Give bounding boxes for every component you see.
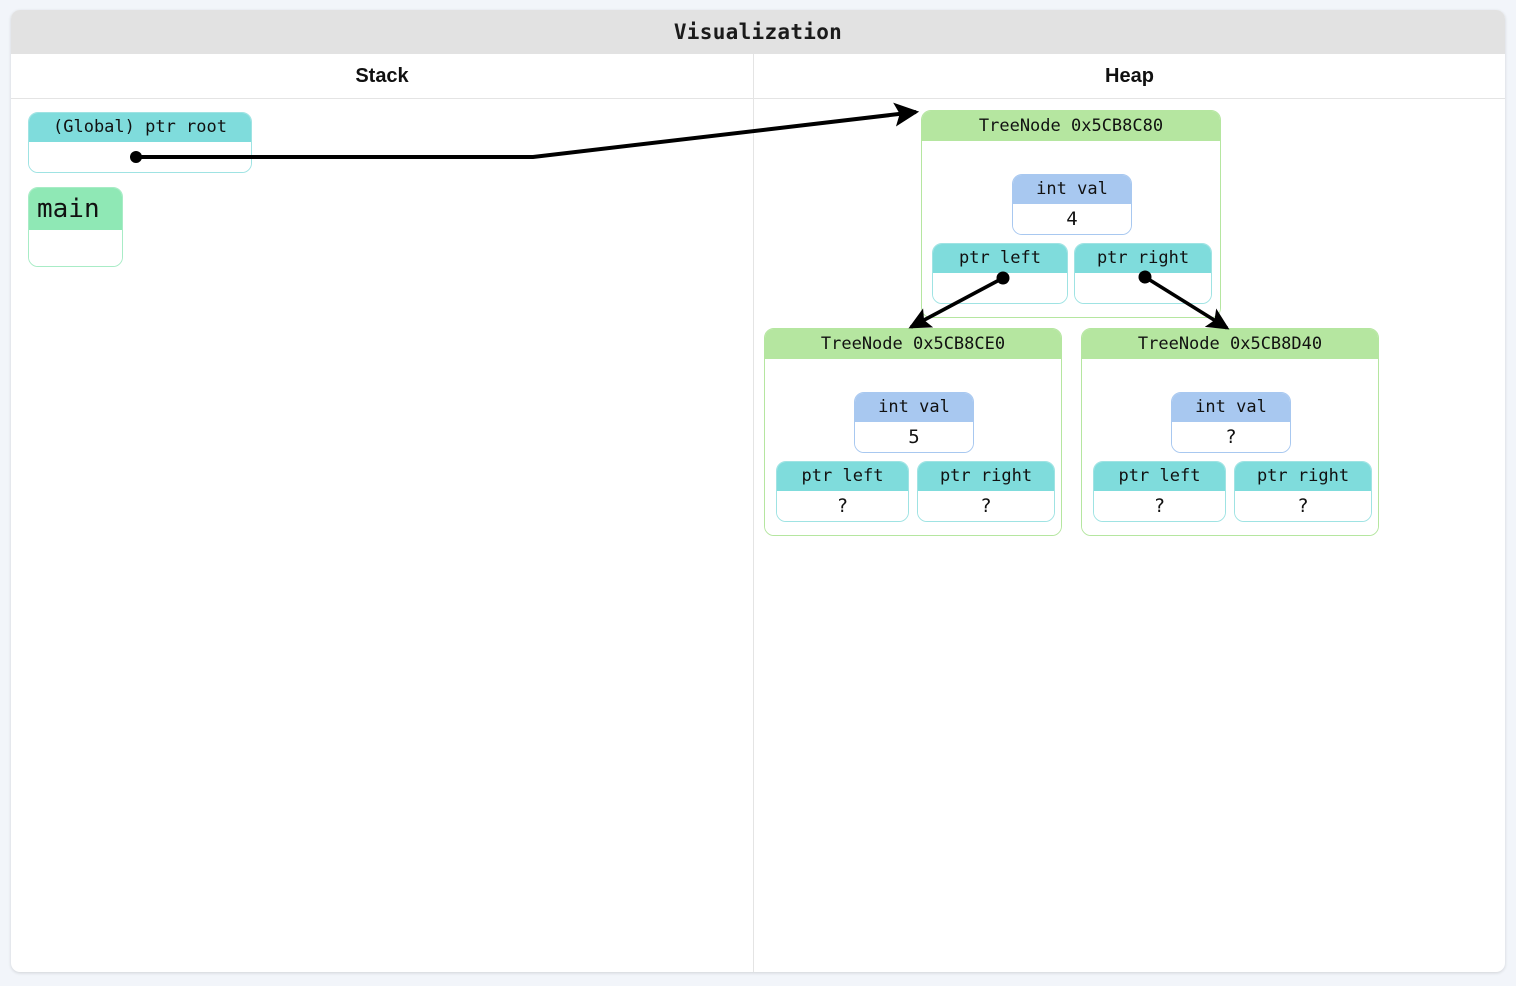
field-int-val-right[interactable]: int val ?	[1171, 392, 1291, 453]
stack-column: (Global) ptr root main	[11, 99, 754, 972]
field-ptr-right-left-value: ?	[918, 491, 1054, 521]
field-int-val-left[interactable]: int val 5	[854, 392, 974, 453]
heap-node-right-child[interactable]: TreeNode 0x5CB8D40 int val ? ptr left ? …	[1081, 328, 1379, 536]
global-root-value	[29, 142, 251, 172]
field-ptr-left-root-label: ptr left	[933, 244, 1067, 273]
global-variable-root[interactable]: (Global) ptr root	[28, 112, 252, 173]
field-ptr-right-right-label: ptr right	[1235, 462, 1371, 491]
field-int-val-left-label: int val	[855, 393, 973, 422]
stack-column-header: Stack	[11, 54, 754, 98]
heap-node-root-body: int val 4 ptr left ptr right	[922, 141, 1220, 317]
panel-title: Visualization	[11, 10, 1505, 54]
field-ptr-left-right-value: ?	[1094, 491, 1225, 521]
field-ptr-left-root[interactable]: ptr left	[932, 243, 1068, 304]
field-int-val-root-value: 4	[1013, 204, 1131, 234]
field-ptr-right-left-label: ptr right	[918, 462, 1054, 491]
field-int-val-left-value: 5	[855, 422, 973, 452]
heap-node-right-child-title: TreeNode 0x5CB8D40	[1082, 329, 1378, 359]
stack-frame-main-label: main	[29, 188, 122, 230]
field-ptr-left-left[interactable]: ptr left ?	[776, 461, 909, 522]
visualization-panel: Visualization Stack Heap (Global) ptr ro…	[11, 10, 1505, 972]
field-ptr-left-right[interactable]: ptr left ?	[1093, 461, 1226, 522]
field-int-val-right-value: ?	[1172, 422, 1290, 452]
field-ptr-left-left-label: ptr left	[777, 462, 908, 491]
field-ptr-right-root-value	[1075, 273, 1211, 303]
global-root-label: (Global) ptr root	[29, 113, 251, 142]
heap-node-left-child-title: TreeNode 0x5CB8CE0	[765, 329, 1061, 359]
field-ptr-right-left[interactable]: ptr right ?	[917, 461, 1055, 522]
stack-frame-main[interactable]: main	[28, 187, 123, 267]
field-ptr-left-right-label: ptr left	[1094, 462, 1225, 491]
field-int-val-root-label: int val	[1013, 175, 1131, 204]
heap-node-root[interactable]: TreeNode 0x5CB8C80 int val 4 ptr left pt…	[921, 110, 1221, 318]
heap-node-left-child-body: int val 5 ptr left ? ptr right ?	[765, 359, 1061, 535]
field-ptr-right-root-label: ptr right	[1075, 244, 1211, 273]
field-ptr-left-left-value: ?	[777, 491, 908, 521]
heap-column: TreeNode 0x5CB8C80 int val 4 ptr left pt…	[754, 99, 1505, 972]
heap-column-header: Heap	[1105, 65, 1154, 87]
column-headers: Stack Heap	[11, 54, 1505, 99]
heap-node-left-child[interactable]: TreeNode 0x5CB8CE0 int val 5 ptr left ? …	[764, 328, 1062, 536]
field-int-val-right-label: int val	[1172, 393, 1290, 422]
field-ptr-right-right[interactable]: ptr right ?	[1234, 461, 1372, 522]
heap-node-right-child-body: int val ? ptr left ? ptr right ?	[1082, 359, 1378, 535]
field-ptr-left-root-value	[933, 273, 1067, 303]
field-ptr-right-right-value: ?	[1235, 491, 1371, 521]
heap-node-root-title: TreeNode 0x5CB8C80	[922, 111, 1220, 141]
visualization-body: (Global) ptr root main TreeNode 0x5CB8C8…	[11, 99, 1505, 972]
field-int-val-root[interactable]: int val 4	[1012, 174, 1132, 235]
field-ptr-right-root[interactable]: ptr right	[1074, 243, 1212, 304]
stack-frame-main-body	[29, 230, 122, 266]
